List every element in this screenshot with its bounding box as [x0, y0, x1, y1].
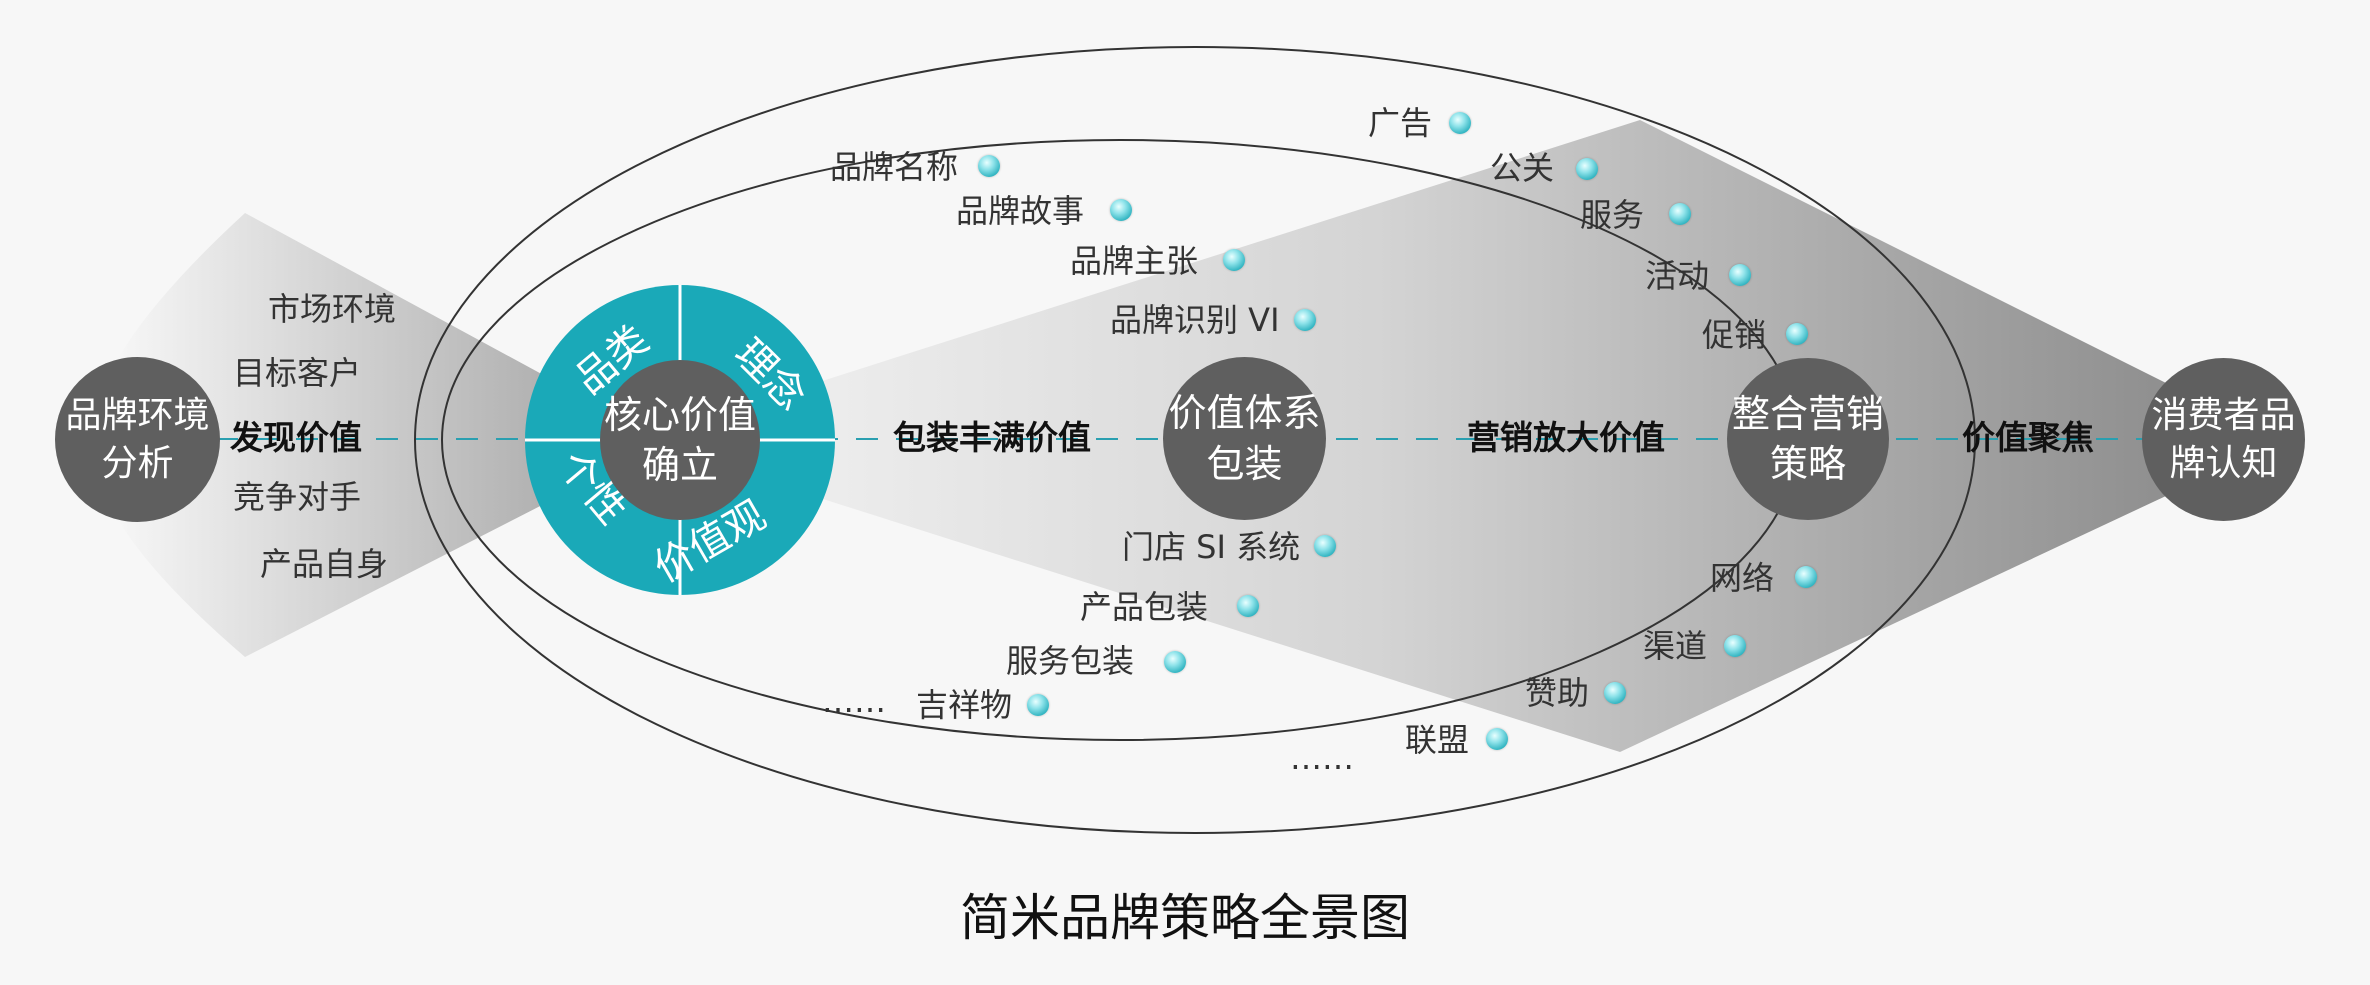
- node-value-system: 价值体系包装: [1163, 357, 1326, 520]
- bullet-dot: [978, 155, 1000, 177]
- bullet-dot: [1164, 651, 1186, 673]
- outer-item-channel: 渠道: [1643, 627, 1708, 665]
- outer-item-ad: 广告: [1368, 104, 1433, 142]
- outer-ellipsis: ……: [1290, 739, 1354, 777]
- step-enrich-value: 包装丰满价值: [893, 418, 1091, 457]
- outer-item-service: 服务: [1580, 196, 1645, 234]
- outer-item-pr: 公关: [1490, 149, 1555, 187]
- bullet-dot: [1223, 249, 1245, 271]
- bullet-dot: [1786, 323, 1808, 345]
- outer-ellipse: [414, 46, 1976, 834]
- node-consumer-cognition: 消费者品牌认知: [2142, 358, 2305, 521]
- right-funnel-shape: [700, 120, 2200, 752]
- left-item-customer: 目标客户: [233, 354, 362, 392]
- bullet-dot: [1314, 535, 1336, 557]
- bullet-dot: [1486, 728, 1508, 750]
- bullet-dot: [1669, 203, 1691, 225]
- diagram-title: 简米品牌策略全景图: [960, 889, 1410, 947]
- left-item-product: 产品自身: [260, 545, 389, 583]
- left-funnel-shape: [94, 213, 596, 657]
- inner-item-mascot: 吉祥物: [916, 686, 1013, 724]
- left-item-market: 市场环境: [268, 290, 397, 328]
- bullet-dot: [1604, 682, 1626, 704]
- outer-item-event: 活动: [1645, 257, 1710, 295]
- inner-item-brand-vi: 品牌识别 VI: [1110, 301, 1280, 339]
- outer-item-alliance: 联盟: [1405, 721, 1470, 759]
- inner-item-brand-name: 品牌名称: [830, 148, 959, 186]
- inner-item-store-si: 门店 SI 系统: [1122, 528, 1301, 566]
- inner-ellipsis: ……: [822, 682, 886, 720]
- bullet-dot: [1110, 199, 1132, 221]
- inner-item-service-pack: 服务包装: [1006, 642, 1135, 680]
- node-brand-analysis: 品牌环境分析: [55, 357, 220, 522]
- outer-item-promotion: 促销: [1702, 316, 1767, 354]
- inner-item-product-pack: 产品包装: [1080, 588, 1209, 626]
- outer-item-network: 网络: [1710, 559, 1775, 597]
- bullet-dot: [1237, 595, 1259, 617]
- bullet-dot: [1294, 309, 1316, 331]
- bullet-dot: [1795, 566, 1817, 588]
- bullet-dot: [1576, 158, 1598, 180]
- bullet-dot: [1724, 635, 1746, 657]
- bullet-dot: [1729, 264, 1751, 286]
- step-focus-value: 价值聚焦: [1962, 418, 2094, 457]
- bullet-dot: [1027, 694, 1049, 716]
- inner-item-brand-claim: 品牌主张: [1070, 242, 1199, 280]
- node-integrated-marketing: 整合营销策略: [1727, 358, 1889, 520]
- left-item-competitor: 竞争对手: [233, 478, 362, 516]
- bullet-dot: [1449, 112, 1471, 134]
- step-amplify-value: 营销放大价值: [1467, 418, 1665, 457]
- outer-item-sponsor: 赞助: [1525, 674, 1590, 712]
- step-discover-value: 发现价值: [230, 418, 362, 457]
- inner-item-brand-story: 品牌故事: [956, 192, 1085, 230]
- node-core-value: 核心价值确立: [600, 360, 760, 520]
